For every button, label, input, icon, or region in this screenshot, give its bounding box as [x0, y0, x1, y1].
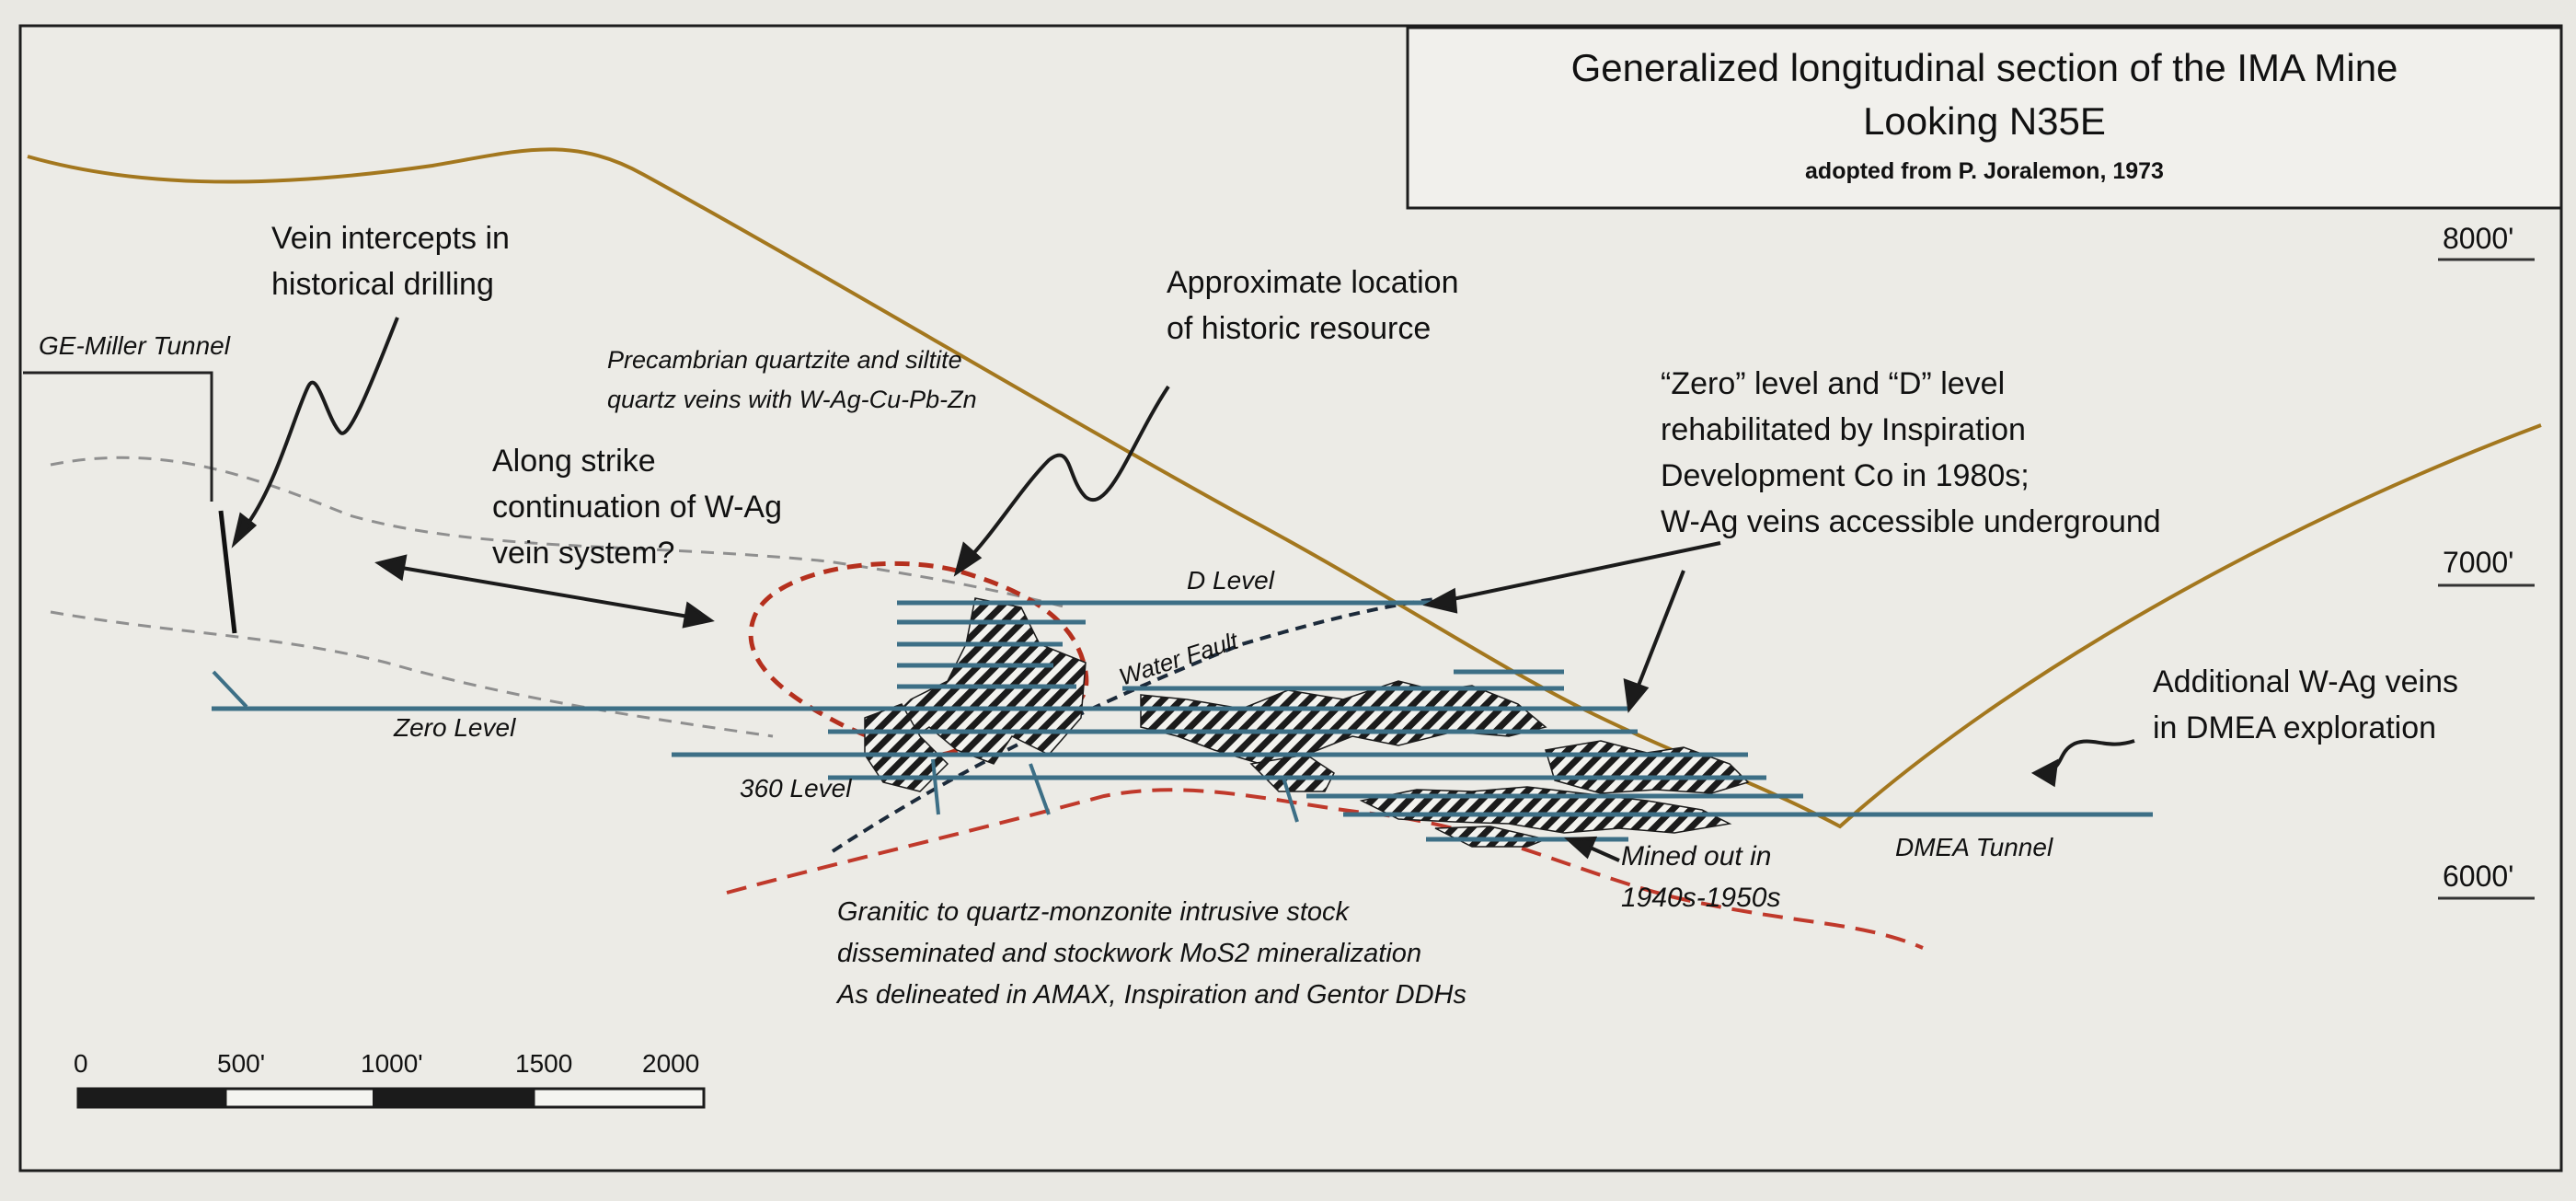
topographic-surface — [27, 147, 2542, 829]
additional-veins-label: Additional W-Ag veins in DMEA exploratio… — [2153, 664, 2467, 745]
precambrian-label: Precambrian quartzite and siltite quartz… — [607, 346, 977, 413]
ge-miller-tunnel — [23, 371, 248, 709]
d-level-label: D Level — [1187, 566, 1275, 595]
title-source: adopted from P. Joralemon, 1973 — [1805, 158, 2164, 184]
zero-level-label: Zero Level — [393, 713, 516, 742]
title-box: Generalized longitudinal section of the … — [1406, 26, 2563, 210]
scale-tick-1000: 1000' — [361, 1049, 423, 1078]
scale-tick-500: 500' — [217, 1049, 265, 1078]
scale-tick-2000: 2000 — [642, 1049, 699, 1078]
scale-tick-0: 0 — [74, 1049, 88, 1078]
elevation-7000: 7000' — [2443, 546, 2513, 579]
callout-arrows — [231, 317, 2135, 862]
elevation-8000: 8000' — [2443, 222, 2513, 255]
scale-tick-1500: 1500 — [515, 1049, 572, 1078]
rehabilitated-arrow-zero-level — [1631, 570, 1685, 700]
elevation-scale — [2438, 258, 2535, 900]
dmea-tunnel-label: DMEA Tunnel — [1895, 833, 2053, 861]
elevation-6000: 6000' — [2443, 860, 2513, 893]
along-strike-label: Along strike continuation of W-Ag vein s… — [492, 444, 790, 571]
mine-workings — [212, 600, 2153, 842]
ge-miller-tunnel-label: GE-Miller Tunnel — [39, 331, 231, 360]
rehabilitated-label: “Zero” level and “D” level rehabilitated… — [1661, 366, 2161, 539]
historic-resource-arrow — [964, 385, 1170, 563]
dashed-contact-lower — [50, 610, 774, 738]
historic-resource-label: Approximate location of historic resourc… — [1167, 265, 1467, 346]
dashed-contact-upper — [50, 456, 1068, 609]
figure-frame — [18, 24, 2563, 1172]
scale-bar — [76, 1087, 706, 1109]
vein-intercepts-arrow — [242, 317, 399, 531]
water-fault — [831, 596, 1445, 853]
level-360-label: 360 Level — [740, 774, 852, 803]
title-line-1: Generalized longitudinal section of the … — [1571, 46, 2398, 89]
title-line-2: Looking N35E — [1863, 99, 2106, 143]
mined-out-label: Mined out in 1940s-1950s — [1621, 841, 1780, 913]
historic-resource-outline — [748, 560, 1089, 757]
rehabilitated-arrow-d-level — [1434, 541, 1721, 605]
intrusive-stock-label: Granitic to quartz-monzonite intrusive s… — [835, 897, 1466, 1010]
vein-intercepts-label: Vein intercepts in historical drilling — [271, 221, 518, 302]
along-strike-arrow — [374, 554, 715, 629]
